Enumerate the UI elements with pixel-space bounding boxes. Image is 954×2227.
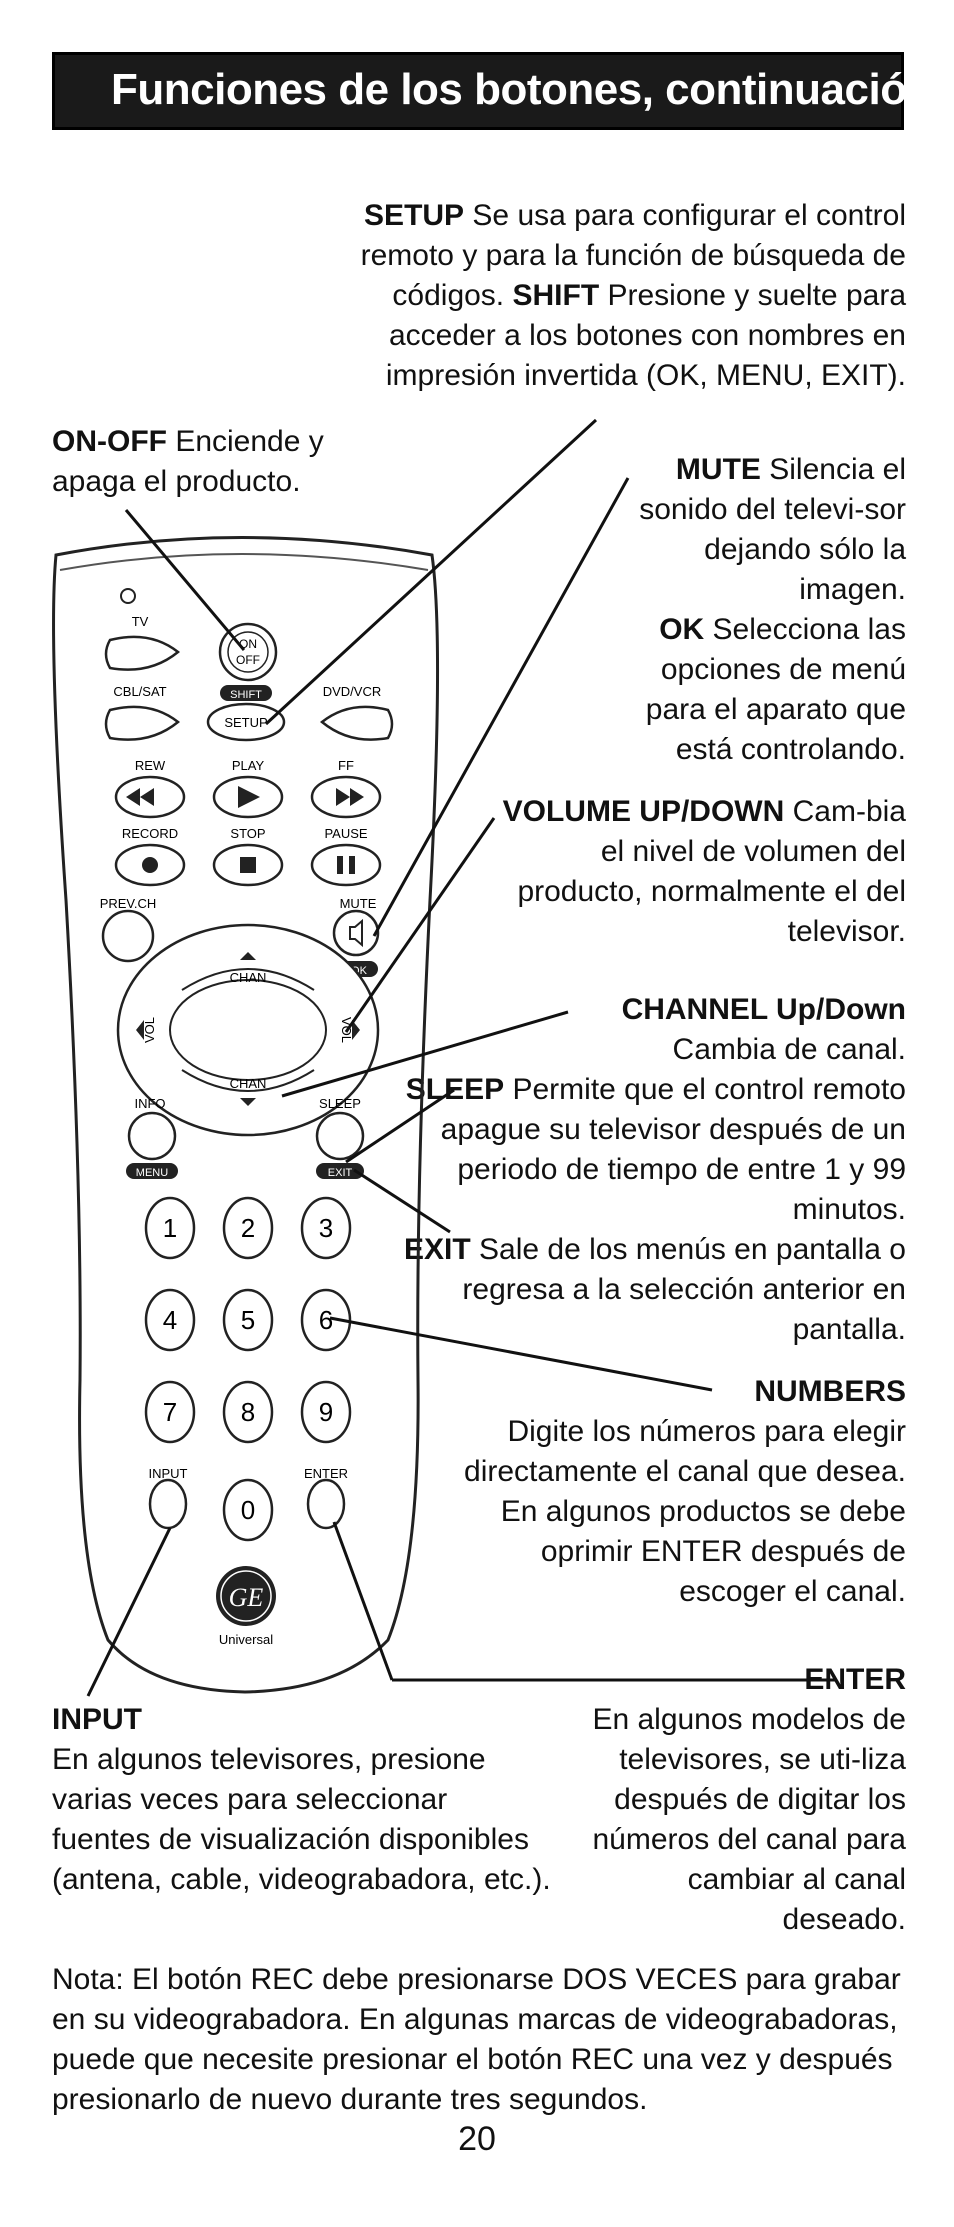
svg-text:OFF: OFF [236, 653, 260, 667]
svg-text:PREV.CH: PREV.CH [100, 896, 157, 911]
svg-text:INFO: INFO [134, 1096, 165, 1111]
dpad-inner [169, 979, 327, 1081]
brand-name: Universal [219, 1632, 273, 1647]
svg-text:SETUP: SETUP [224, 715, 267, 730]
svg-text:PAUSE: PAUSE [324, 826, 367, 841]
volume-callout: VOLUME UP/DOWN Cam-bia el nivel de volum… [502, 795, 906, 948]
svg-text:GE: GE [229, 1583, 264, 1612]
svg-text:STOP: STOP [230, 826, 265, 841]
key-0: 0 [241, 1495, 255, 1525]
number-keys [144, 1196, 352, 1542]
key-4: 4 [163, 1305, 177, 1335]
mute-callout: MUTE Silencia el sonido del televi-sor d… [639, 453, 906, 766]
onoff-callout: ON-OFF Enciende y apaga el producto. [52, 425, 324, 498]
svg-text:FF: FF [338, 758, 354, 773]
svg-text:VOL: VOL [142, 1017, 157, 1043]
svg-text:REW: REW [135, 758, 166, 773]
ge-logo [216, 1566, 276, 1626]
key-2: 2 [241, 1213, 255, 1243]
key-9: 9 [319, 1397, 333, 1427]
pause-button [310, 843, 382, 887]
sleep-button [315, 1111, 365, 1161]
key-6: 6 [319, 1305, 333, 1335]
svg-text:DVD/VCR: DVD/VCR [323, 684, 382, 699]
exit-badge [316, 1163, 364, 1179]
key-8: 8 [241, 1397, 255, 1427]
svg-text:SHIFT: SHIFT [230, 689, 262, 701]
tv-label: TV [132, 614, 149, 629]
svg-text:CHAN: CHAN [230, 970, 267, 985]
led-indicator [120, 588, 136, 604]
setup-callout: SETUP Se usa para configurar el control … [360, 199, 906, 392]
svg-text:CHAN: CHAN [230, 1076, 267, 1091]
tv-button [104, 635, 180, 671]
svg-text:RECORD: RECORD [122, 826, 178, 841]
prevch-button [101, 909, 155, 963]
key-3: 3 [319, 1213, 333, 1243]
shift-badge [220, 685, 272, 701]
key-5: 5 [241, 1305, 255, 1335]
leader-lines [86, 418, 836, 1697]
cblsat-button [104, 705, 180, 741]
input-button [148, 1478, 188, 1530]
key-1: 1 [163, 1213, 177, 1243]
svg-text:INPUT: INPUT [149, 1466, 188, 1481]
page-number: 20 [458, 2120, 496, 2158]
enter-button [306, 1478, 346, 1530]
mute-button [332, 909, 380, 957]
svg-text:CBL/SAT: CBL/SAT [113, 684, 166, 699]
menu-badge [126, 1163, 178, 1179]
remote-body [52, 536, 440, 1694]
svg-text:EXIT: EXIT [328, 1167, 353, 1179]
svg-text:SLEEP: SLEEP [319, 1096, 361, 1111]
sleep-callout: SLEEP Permite que el control remoto apag… [404, 1073, 906, 1346]
svg-text:MUTE: MUTE [340, 896, 377, 911]
speaker-icon [349, 918, 363, 948]
page-header: Funciones de los botones, continuación [52, 52, 933, 130]
info-button [127, 1111, 177, 1161]
svg-text:PLAY: PLAY [232, 758, 265, 773]
key-7: 7 [163, 1397, 177, 1427]
svg-text:MENU: MENU [136, 1167, 168, 1179]
note-text: Nota: El botón REC debe presionarse DOS … [52, 1963, 901, 2116]
page-title: Funciones de los botones, continuación [111, 65, 933, 114]
svg-text:ENTER: ENTER [304, 1466, 348, 1481]
setup-button [206, 702, 286, 742]
dvdvcr-button [320, 705, 394, 741]
